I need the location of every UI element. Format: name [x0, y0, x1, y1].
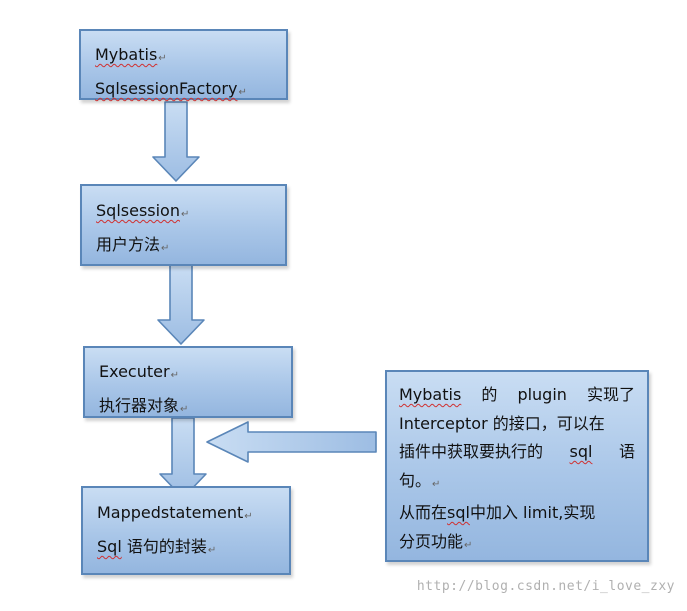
left-arrow	[206, 421, 377, 463]
note-line: Mybatis 的 plugin 实现了	[399, 381, 635, 410]
note-text: 分页功能	[399, 531, 464, 551]
box-text: Mappedstatement	[97, 503, 244, 522]
note-line: Interceptor 的接口，可以在	[399, 410, 635, 439]
paragraph-mark-icon: ↵	[432, 478, 441, 490]
box-text: Sqlsession	[96, 201, 180, 220]
paragraph-mark-icon: ↵	[238, 87, 247, 98]
note-text: 的	[481, 385, 498, 404]
box-line: Mybatis↵	[95, 40, 286, 74]
watermark-url: http://blog.csdn.net/i_love_zxy	[416, 579, 675, 594]
note-text: 中加入 limit,实现	[469, 503, 596, 522]
note-line: 句。↵	[399, 467, 635, 500]
box-sqlsession: Sqlsession↵ 用户方法↵	[80, 184, 287, 266]
note-text: 实现了	[586, 385, 635, 404]
box-line: Sql 语句的封装↵	[97, 532, 289, 566]
box-line: SqlsessionFactory↵	[95, 74, 286, 108]
note-text: 插件中获取要执行的	[399, 442, 544, 461]
paragraph-mark-icon: ↵	[244, 511, 253, 522]
paragraph-mark-icon: ↵	[464, 539, 473, 551]
paragraph-mark-icon: ↵	[158, 53, 167, 64]
box-text: Mybatis	[95, 45, 158, 64]
note-text: 的接口，可以在	[492, 413, 605, 433]
note-text: sql	[569, 442, 593, 461]
note-text: 从而在	[399, 503, 448, 522]
box-text: SqlsessionFactory	[95, 79, 238, 98]
note-text: sql	[447, 503, 470, 522]
note-line: 分页功能↵	[399, 528, 635, 561]
note-text: Mybatis	[399, 385, 462, 404]
paragraph-mark-icon: ↵	[180, 404, 189, 415]
note-text: 句。	[399, 470, 432, 490]
box-text: 执行器对象	[99, 396, 180, 415]
paragraph-mark-icon: ↵	[161, 243, 170, 254]
box-executer: Executer↵ 执行器对象↵	[83, 346, 293, 418]
box-sqlsessionfactory: Mybatis↵ SqlsessionFactory↵	[79, 29, 288, 100]
box-line: Mappedstatement↵	[97, 498, 289, 532]
box-text: Executer	[99, 362, 170, 381]
paragraph-mark-icon: ↵	[170, 370, 179, 381]
box-line: Executer↵	[99, 357, 291, 391]
note-text: plugin	[517, 385, 567, 404]
box-line: 执行器对象↵	[99, 391, 291, 425]
box-text: 用户方法	[96, 235, 161, 254]
note-text: 语	[618, 442, 635, 461]
paragraph-mark-icon: ↵	[207, 545, 217, 556]
box-line: Sqlsession↵	[96, 196, 285, 230]
note-text: Interceptor	[399, 413, 488, 433]
down-arrow-1	[152, 101, 200, 182]
note-line: 从而在sql中加入 limit,实现	[399, 499, 635, 528]
box-line: 用户方法↵	[96, 230, 285, 264]
paragraph-mark-icon: ↵	[180, 209, 190, 220]
down-arrow-2	[157, 264, 205, 345]
note-line: 插件中获取要执行的 sql 语	[399, 438, 635, 467]
box-text: Sql	[97, 537, 122, 556]
box-text: 语句的封装	[126, 537, 207, 556]
note-box-plugin: Mybatis 的 plugin 实现了 Interceptor 的接口，可以在…	[385, 370, 649, 562]
box-mappedstatement: Mappedstatement↵ Sql 语句的封装↵	[81, 486, 291, 575]
